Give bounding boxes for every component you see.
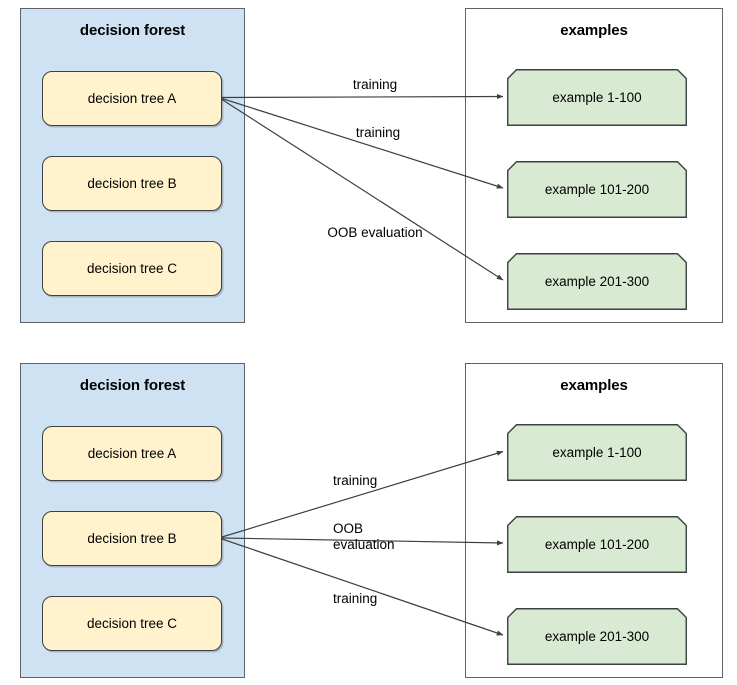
example-201-300-box-top[interactable]: example 201-300 [507, 253, 687, 310]
examples-title-top: examples [560, 22, 628, 39]
decision-forest-panel-top: decision forest decision tree A decision… [20, 8, 245, 323]
example-1-100-box-top[interactable]: example 1-100 [507, 69, 687, 126]
decision-forest-panel-bottom: decision forest decision tree A decision… [20, 363, 245, 678]
diagram-top: decision forest decision tree A decision… [0, 8, 737, 328]
edge-label-training-2-bottom: training [333, 591, 378, 606]
example-201-300-label-top: example 201-300 [544, 274, 650, 289]
example-1-100-label-top: example 1-100 [552, 90, 642, 105]
decision-tree-c-box-bottom[interactable]: decision tree C [42, 596, 222, 651]
decision-forest-title-bottom: decision forest [79, 377, 186, 394]
edge-label-training-1-bottom: training [333, 473, 378, 488]
decision-tree-a-box-top[interactable]: decision tree A [42, 71, 222, 126]
edge-label-training-1-top: training [352, 77, 398, 92]
edge-label-training-2-top: training [355, 125, 401, 140]
edge-label-oob-evaluation-top: OOB evaluation [327, 225, 423, 240]
example-101-200-box-top[interactable]: example 101-200 [507, 161, 687, 218]
example-1-100-label-bottom: example 1-100 [552, 445, 642, 460]
decision-tree-a-box-bottom[interactable]: decision tree A [42, 426, 222, 481]
decision-tree-c-label-bottom: decision tree C [86, 616, 178, 631]
example-201-300-label-bottom: example 201-300 [544, 629, 650, 644]
decision-tree-a-label-top: decision tree A [87, 91, 177, 106]
edge-training-1-top [221, 93, 504, 100]
example-101-200-label-top: example 101-200 [544, 182, 650, 197]
examples-panel-bottom: examples example 1-100 example 101-200 e… [465, 363, 723, 678]
example-1-100-box-bottom[interactable]: example 1-100 [507, 424, 687, 481]
decision-tree-b-box-bottom[interactable]: decision tree B [42, 511, 222, 566]
edge-label-oob-evaluation-bottom: OOB evaluation [333, 521, 395, 552]
decision-tree-b-label-bottom: decision tree B [87, 531, 177, 546]
example-201-300-box-bottom[interactable]: example 201-300 [507, 608, 687, 665]
decision-tree-c-label-top: decision tree C [86, 261, 178, 276]
decision-tree-b-box-top[interactable]: decision tree B [42, 156, 222, 211]
edge-training-2-top [221, 97, 504, 189]
example-101-200-box-bottom[interactable]: example 101-200 [507, 516, 687, 573]
edge-training-2-bottom [221, 538, 504, 636]
example-101-200-label-bottom: example 101-200 [544, 537, 650, 552]
decision-tree-a-label-bottom: decision tree A [87, 446, 177, 461]
examples-title-bottom: examples [560, 377, 628, 394]
decision-forest-title-top: decision forest [79, 22, 186, 39]
decision-tree-c-box-top[interactable]: decision tree C [42, 241, 222, 296]
diagram-bottom: decision forest decision tree A decision… [0, 363, 737, 683]
decision-tree-b-label-top: decision tree B [87, 176, 177, 191]
examples-panel-top: examples example 1-100 example 101-200 e… [465, 8, 723, 323]
